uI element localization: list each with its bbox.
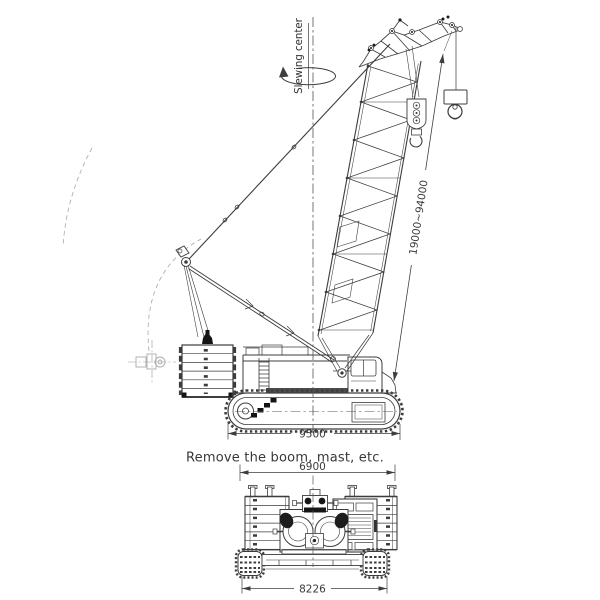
swing-radius-arcs xyxy=(62,147,202,352)
slewing-center-label: Slewing center xyxy=(294,17,309,94)
crawler-track-side xyxy=(224,389,404,433)
mast-strut xyxy=(188,265,336,363)
overall-width-dimension-text: 8226 xyxy=(299,584,326,596)
crawler-track-front-right xyxy=(359,548,391,579)
ghost-hook-centerlines xyxy=(128,340,176,384)
dimension-overall-width: 8226 xyxy=(241,576,388,596)
slewing-rotation-icon xyxy=(279,66,337,86)
pendant-line xyxy=(188,43,391,260)
main-hook-block xyxy=(405,45,427,148)
crane-side-view: Slewing center 19000~94000 9500 xyxy=(62,15,468,441)
access-ladder xyxy=(258,358,270,393)
boarding-steps xyxy=(251,398,277,418)
mast-top-joint xyxy=(175,245,191,267)
body-width-dimension-text: 6900 xyxy=(299,461,326,473)
counterweight-stack-side xyxy=(178,330,237,398)
crawler-track-front-left xyxy=(234,548,266,579)
operator-cab xyxy=(347,356,383,394)
transport-caption: Remove the boom, mast, etc. xyxy=(186,451,384,466)
slewing-center-text: Slewing center xyxy=(294,17,305,93)
boom-length-dimension-text: 19000~94000 xyxy=(407,179,430,256)
dimension-body-width: 6900 xyxy=(239,461,396,481)
dimension-boom-length: 19000~94000 xyxy=(392,30,453,382)
ghost-hook xyxy=(135,353,166,370)
center-pedestal xyxy=(292,489,339,513)
auxiliary-hook xyxy=(443,27,468,120)
counterweight-cables xyxy=(183,264,211,338)
boom-head xyxy=(358,15,463,68)
winch-assembly xyxy=(272,509,356,557)
crawler-length-dimension-text: 9500 xyxy=(299,429,326,441)
dimension-crawler-length: 9500 xyxy=(227,421,401,441)
crane-transport-view: 6900 xyxy=(234,461,398,596)
axle-frame xyxy=(261,554,364,570)
lattice-boom xyxy=(317,60,422,378)
